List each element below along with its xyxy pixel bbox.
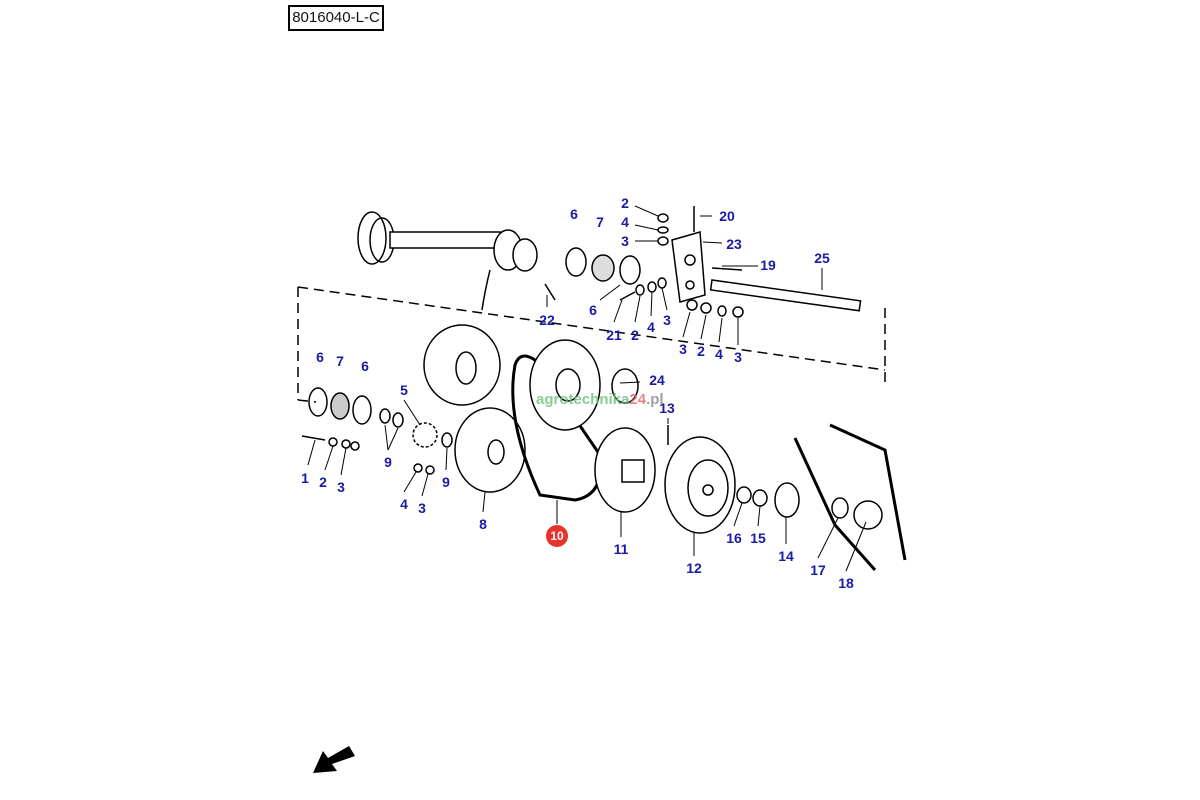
part-label: 4	[647, 319, 655, 335]
part-label: 15	[750, 530, 766, 546]
part-label: 12	[686, 560, 702, 576]
pulley-14	[774, 482, 800, 518]
pulley-12	[664, 436, 736, 534]
part-label: 3	[734, 349, 742, 365]
part-label: 23	[726, 236, 742, 252]
part-label: 6	[316, 349, 324, 365]
bracket-23	[671, 231, 706, 303]
arm-18	[829, 423, 907, 561]
part-label: 6	[589, 302, 597, 318]
part-label: 4	[715, 346, 723, 362]
part-label: 9	[442, 474, 450, 490]
part-label: 3	[621, 233, 629, 249]
roller-18	[853, 500, 883, 530]
part-label: 3	[337, 479, 345, 495]
part-label: 7	[336, 353, 344, 369]
part-label: 17	[810, 562, 826, 578]
part-label: 3	[663, 312, 671, 328]
part-label: 2	[319, 474, 327, 490]
part-label: 2	[621, 195, 629, 211]
part-label: 14	[778, 548, 794, 564]
part-label: 4	[400, 496, 408, 512]
part-label: 16	[726, 530, 742, 546]
part-label: 18	[838, 575, 854, 591]
part-label: 6	[361, 358, 369, 374]
part-label: 20	[719, 208, 735, 224]
highlighted-part-badge[interactable]: 10	[546, 525, 568, 547]
pto-shaft	[357, 211, 538, 311]
direction-arrow-icon	[313, 746, 355, 773]
part-label: 3	[679, 341, 687, 357]
part-label: 22	[539, 312, 555, 328]
part-label: 4	[621, 214, 629, 230]
small-hardware	[544, 213, 744, 318]
watermark: agrotechnika24.pl	[536, 391, 664, 408]
pulley-half-8	[454, 407, 526, 493]
part-label: 2	[631, 327, 639, 343]
part-label: 9	[384, 454, 392, 470]
left-hardware	[301, 387, 453, 475]
diagram-code-box: 8016040-L-C	[288, 5, 384, 31]
part-label: 8	[479, 516, 487, 532]
part-label: 5	[400, 382, 408, 398]
spoked-pulley	[529, 339, 601, 431]
part-label: 2	[697, 343, 705, 359]
shaft-25	[709, 267, 862, 312]
assembly-frame	[297, 286, 886, 403]
v-belt-10	[511, 354, 603, 502]
part-label: 7	[596, 214, 604, 230]
pulley-half-top	[423, 324, 501, 406]
part-label: 6	[570, 206, 578, 222]
part-label: 19	[760, 257, 776, 273]
leader-lines	[307, 205, 867, 572]
part-label: 3	[418, 500, 426, 516]
part-label: 11	[613, 541, 629, 557]
part-label: 21	[606, 327, 622, 343]
part-label: 24	[649, 372, 665, 388]
part-label: 25	[814, 250, 830, 266]
part-label: 1	[301, 470, 309, 486]
part-label: 13	[659, 400, 675, 416]
